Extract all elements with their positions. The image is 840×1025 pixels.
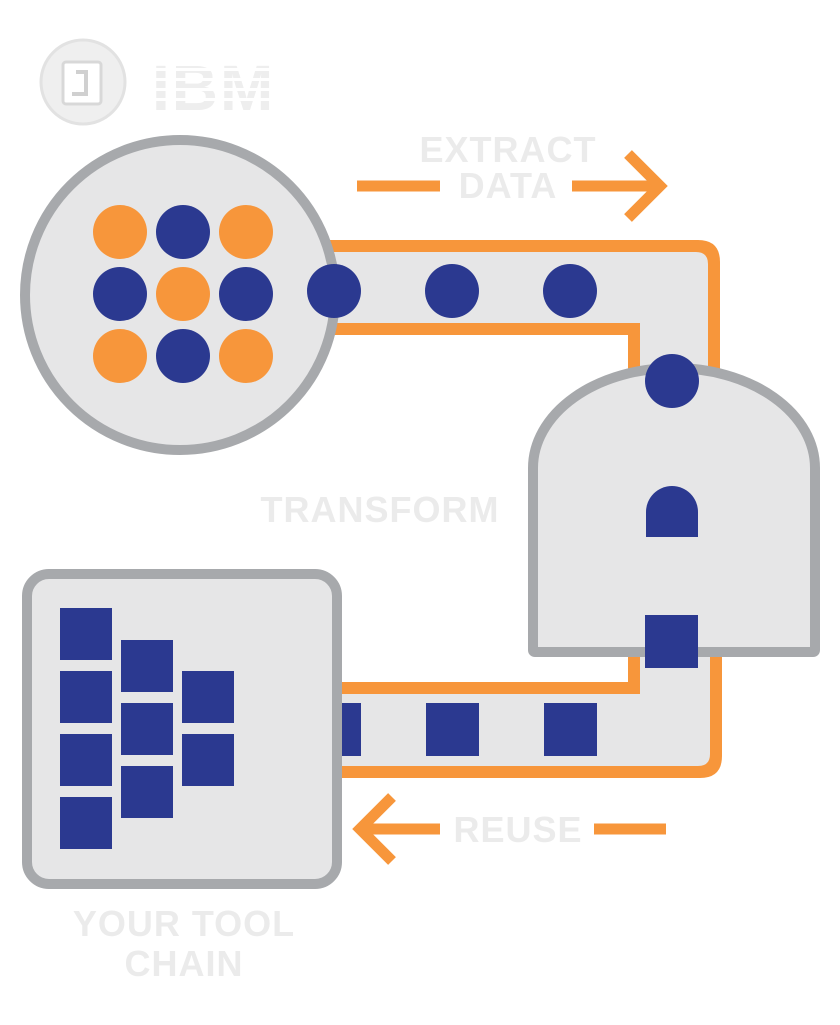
reuse-pipe-body — [320, 600, 710, 766]
toolchain-block — [121, 766, 173, 818]
extracted-record — [425, 264, 479, 318]
file-bracket-icon — [61, 60, 103, 106]
toolchain-label-line2: CHAIN — [125, 943, 244, 984]
reuse-label: REUSE — [453, 809, 582, 850]
transform-processing-record — [646, 486, 698, 537]
reused-records — [308, 703, 597, 756]
reused-record — [426, 703, 479, 756]
toolchain-block — [182, 671, 234, 723]
extract-pipe — [300, 240, 720, 440]
toolchain-label: YOUR TOOL CHAIN — [73, 903, 295, 984]
arrow-left-icon — [352, 793, 666, 865]
transform-output-record — [645, 615, 698, 668]
source-record — [93, 267, 147, 321]
source-record — [219, 329, 273, 383]
extracted-record — [543, 264, 597, 318]
toolchain — [22, 569, 342, 889]
logo-stripes — [150, 58, 320, 101]
transform-input-record — [645, 354, 699, 408]
source-record — [156, 267, 210, 321]
toolchain-blocks — [60, 608, 234, 849]
extract-label-line1: EXTRACT — [420, 129, 597, 170]
toolchain-block — [121, 703, 173, 755]
transform-machine — [528, 354, 820, 668]
arrow-right-icon — [357, 150, 668, 222]
source-record — [219, 205, 273, 259]
logo: IBM — [39, 38, 320, 126]
source-record — [156, 205, 210, 259]
source-record — [219, 267, 273, 321]
source-record — [156, 329, 210, 383]
toolchain-block — [60, 671, 112, 723]
source-record-grid — [93, 205, 273, 383]
extracted-record — [307, 264, 361, 318]
source-database — [20, 135, 340, 455]
toolchain-block — [60, 797, 112, 849]
toolchain-block — [60, 734, 112, 786]
extract-label: EXTRACT DATA — [420, 129, 597, 206]
toolchain-block — [182, 734, 234, 786]
source-record — [93, 205, 147, 259]
extracted-records — [307, 264, 597, 318]
transform-label: TRANSFORM — [261, 489, 500, 530]
reused-record — [544, 703, 597, 756]
toolchain-block — [121, 640, 173, 692]
toolchain-block — [60, 608, 112, 660]
extract-pipe-body — [300, 252, 708, 440]
extract-label-line2: DATA — [459, 165, 558, 206]
source-record — [93, 329, 147, 383]
reuse-pipe — [320, 600, 722, 778]
toolchain-label-line1: YOUR TOOL — [73, 903, 295, 944]
